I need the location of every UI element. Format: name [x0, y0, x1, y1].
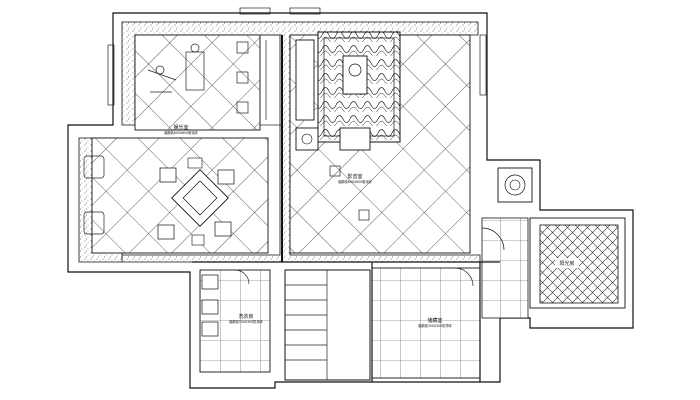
planter	[497, 167, 533, 203]
corridor-east	[481, 217, 529, 319]
room-storage: 储藏室 踏脚线300X300防滑砖	[371, 267, 481, 379]
room-caption-living: 踏脚线600X600玻化砖	[164, 130, 198, 135]
interior-walls	[192, 35, 500, 382]
room-bar-lounge: 影音室 踏脚线600X600玻化砖	[289, 31, 471, 254]
room-label-storage: 储藏室	[427, 317, 442, 324]
room-label-laundry: 洗衣房	[238, 313, 253, 320]
room-laundry: 洗衣房 踏脚线300X300防滑砖	[199, 269, 271, 373]
room-label-bar: 影音室	[347, 173, 362, 180]
top-windows	[107, 7, 487, 106]
room-label-terrace: 阳光房	[559, 260, 574, 267]
stairwell	[284, 269, 371, 381]
room-caption-storage: 踏脚线300X300防滑砖	[418, 323, 452, 328]
room-living-dining: 娱乐室 踏脚线600X600玻化砖	[83, 34, 283, 254]
fitness-equipment	[147, 41, 249, 114]
room-caption-bar: 踏脚线600X600玻化砖	[338, 179, 372, 184]
room-terrace: 阳光房	[529, 217, 626, 309]
room-caption-laundry: 踏脚线300X300防滑砖	[229, 319, 263, 324]
game-table	[157, 157, 235, 246]
room-label-living: 娱乐室	[173, 124, 188, 131]
